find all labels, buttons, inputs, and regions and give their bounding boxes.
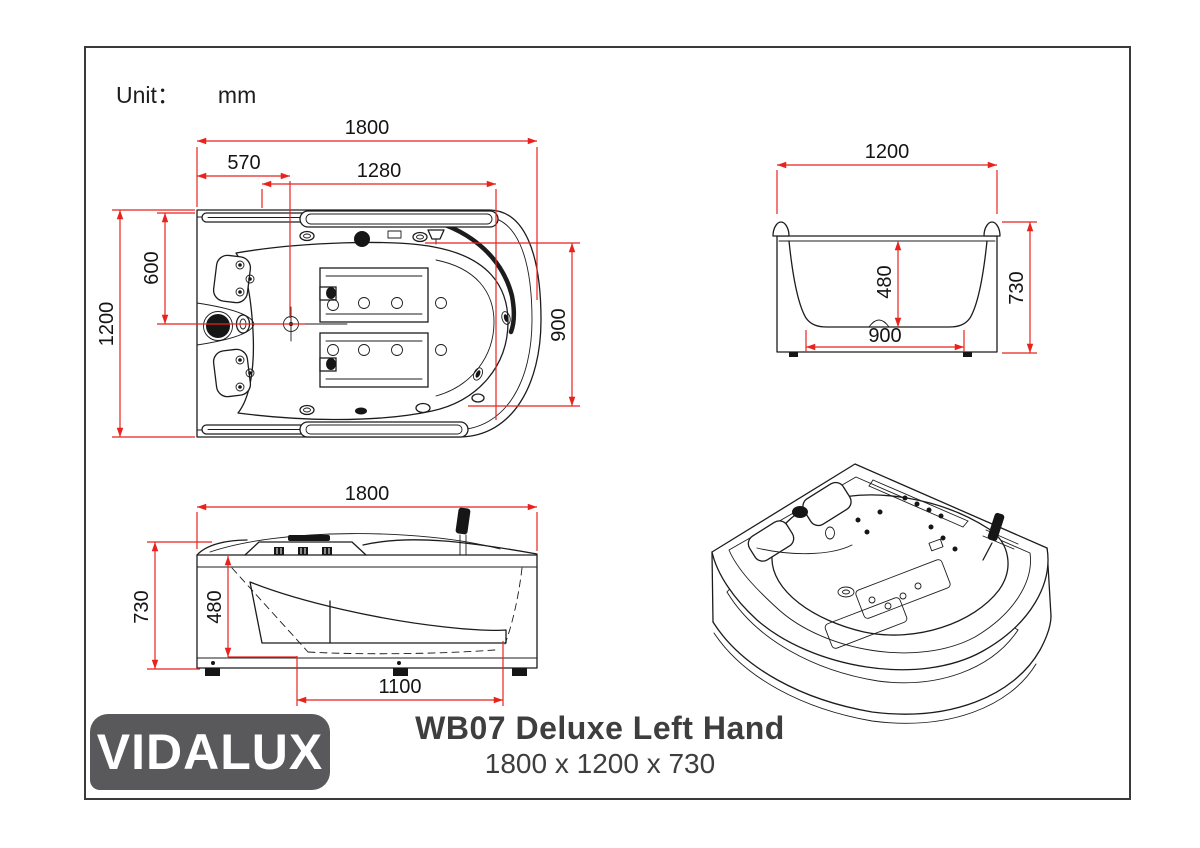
drain-knob — [206, 314, 230, 338]
model-title: WB07 Deluxe Left Hand — [415, 710, 785, 746]
unit-value: mm — [217, 82, 257, 108]
end-view: 1200 480 730 900 — [772, 141, 1037, 357]
end-shell — [776, 235, 998, 353]
end-basin-profile — [788, 240, 988, 328]
front-tap — [455, 507, 471, 556]
faucet-glyph — [427, 229, 445, 240]
rim-rail — [299, 210, 499, 228]
iso-apron-bottom — [712, 615, 1052, 715]
tap-lever — [455, 507, 471, 535]
control-knob-icon — [354, 231, 370, 247]
jet-icon — [299, 404, 315, 416]
hidden-line — [504, 567, 523, 645]
rim-rail — [299, 421, 469, 438]
front-left-hump — [196, 539, 248, 556]
plan-faucet — [427, 229, 445, 245]
plan-massage-panels — [319, 267, 447, 388]
dim-plan-left-section: 570 — [227, 152, 260, 174]
dim-end-base-width: 900 — [868, 325, 901, 347]
iso-base-trim — [713, 632, 1037, 724]
isometric-view — [711, 463, 1052, 724]
front-buttons — [274, 547, 332, 555]
end-rim-bump — [772, 221, 790, 237]
front-view: 1800 730 480 1100 — [131, 483, 538, 706]
plan-basin-outline — [235, 241, 509, 421]
plan-rim-inner-line — [196, 216, 533, 431]
iso-knob — [792, 506, 808, 518]
iso-overflow — [825, 526, 835, 540]
iso-left-edge — [711, 551, 714, 623]
iso-drain — [837, 586, 855, 598]
iso-apron-panel — [726, 591, 1019, 684]
jet-icon — [471, 393, 485, 403]
hidden-line — [231, 567, 309, 653]
keypad-icon — [387, 230, 402, 239]
jet-icon — [355, 407, 367, 415]
dim-front-depth: 480 — [204, 590, 226, 623]
dim-front-overall-height: 730 — [131, 590, 153, 623]
rim-rail-inner — [305, 213, 493, 225]
iso-jets — [855, 509, 958, 610]
plan-rim-jets — [299, 230, 485, 416]
front-seat-panel — [249, 581, 507, 644]
title-block: WB07 Deluxe Left Hand 1800 x 1200 x 730 — [340, 710, 860, 780]
front-control-platform — [244, 541, 367, 556]
iso-rim-contour — [756, 544, 853, 555]
unit-label: Unit： — [116, 82, 180, 108]
headrest — [747, 520, 795, 562]
plan-side-jets — [473, 311, 511, 381]
iso-massage-panel — [855, 559, 951, 619]
unit-note: Unit： mm — [116, 76, 256, 110]
dim-plan-overall-width: 1200 — [96, 302, 118, 347]
end-drain-bump — [868, 319, 890, 328]
massage-panel — [319, 267, 429, 323]
front-right-arc — [362, 539, 538, 555]
size-subtitle: 1800 x 1200 x 730 — [484, 748, 716, 779]
plan-back-jets — [235, 260, 255, 392]
dim-plan-overall-length: 1800 — [345, 117, 390, 139]
end-rim-bump — [983, 221, 1001, 237]
iso-tap-lever — [987, 512, 1005, 542]
vidalux-logo: VIDALUX — [90, 714, 330, 790]
vidalux-logo-text: VIDALUX — [96, 724, 324, 780]
plan-dimensions: 1800 570 1280 1200 600 900 — [96, 117, 580, 438]
dim-front-overall-length: 1800 — [345, 483, 390, 505]
foot — [789, 352, 798, 357]
front-back-rim-arc — [209, 533, 501, 553]
panel-jet — [326, 358, 336, 370]
jet-icon — [303, 407, 311, 413]
drain-knob-ring — [203, 311, 233, 341]
foot — [963, 352, 972, 357]
jet-icon — [416, 234, 424, 240]
dim-end-depth: 480 — [874, 265, 896, 298]
front-feet — [205, 661, 527, 676]
end-dimensions: 1200 480 730 900 — [776, 141, 1037, 354]
plan-rim-rails — [201, 210, 499, 438]
control-strip — [288, 535, 330, 541]
jet-icon — [415, 402, 431, 414]
plan-view: 1800 570 1280 1200 600 900 — [96, 117, 580, 438]
dim-plan-inner-width: 900 — [548, 308, 570, 341]
plan-tub-outline — [196, 209, 542, 438]
rim-rail-inner — [305, 424, 463, 435]
iso-rim-inner — [728, 476, 1031, 654]
hidden-line — [307, 649, 496, 655]
dim-end-overall-width: 1200 — [865, 141, 910, 163]
jet-icon — [299, 230, 315, 242]
headrest — [802, 481, 852, 527]
dim-plan-inner-length: 1280 — [357, 160, 402, 182]
jet-icon — [303, 233, 311, 239]
plan-seat-curve — [435, 259, 495, 397]
dim-end-overall-height: 730 — [1006, 271, 1028, 304]
front-apron — [196, 554, 538, 669]
panel-jet — [326, 287, 336, 299]
iso-massage-panel — [824, 597, 908, 649]
plan-seatback-band — [427, 217, 517, 335]
dim-front-base-length: 1100 — [378, 676, 421, 698]
iso-light — [928, 538, 944, 552]
jet-icon — [412, 231, 428, 243]
front-dimensions: 1800 730 480 1100 — [131, 483, 538, 706]
dim-plan-seat-center: 600 — [141, 251, 163, 284]
